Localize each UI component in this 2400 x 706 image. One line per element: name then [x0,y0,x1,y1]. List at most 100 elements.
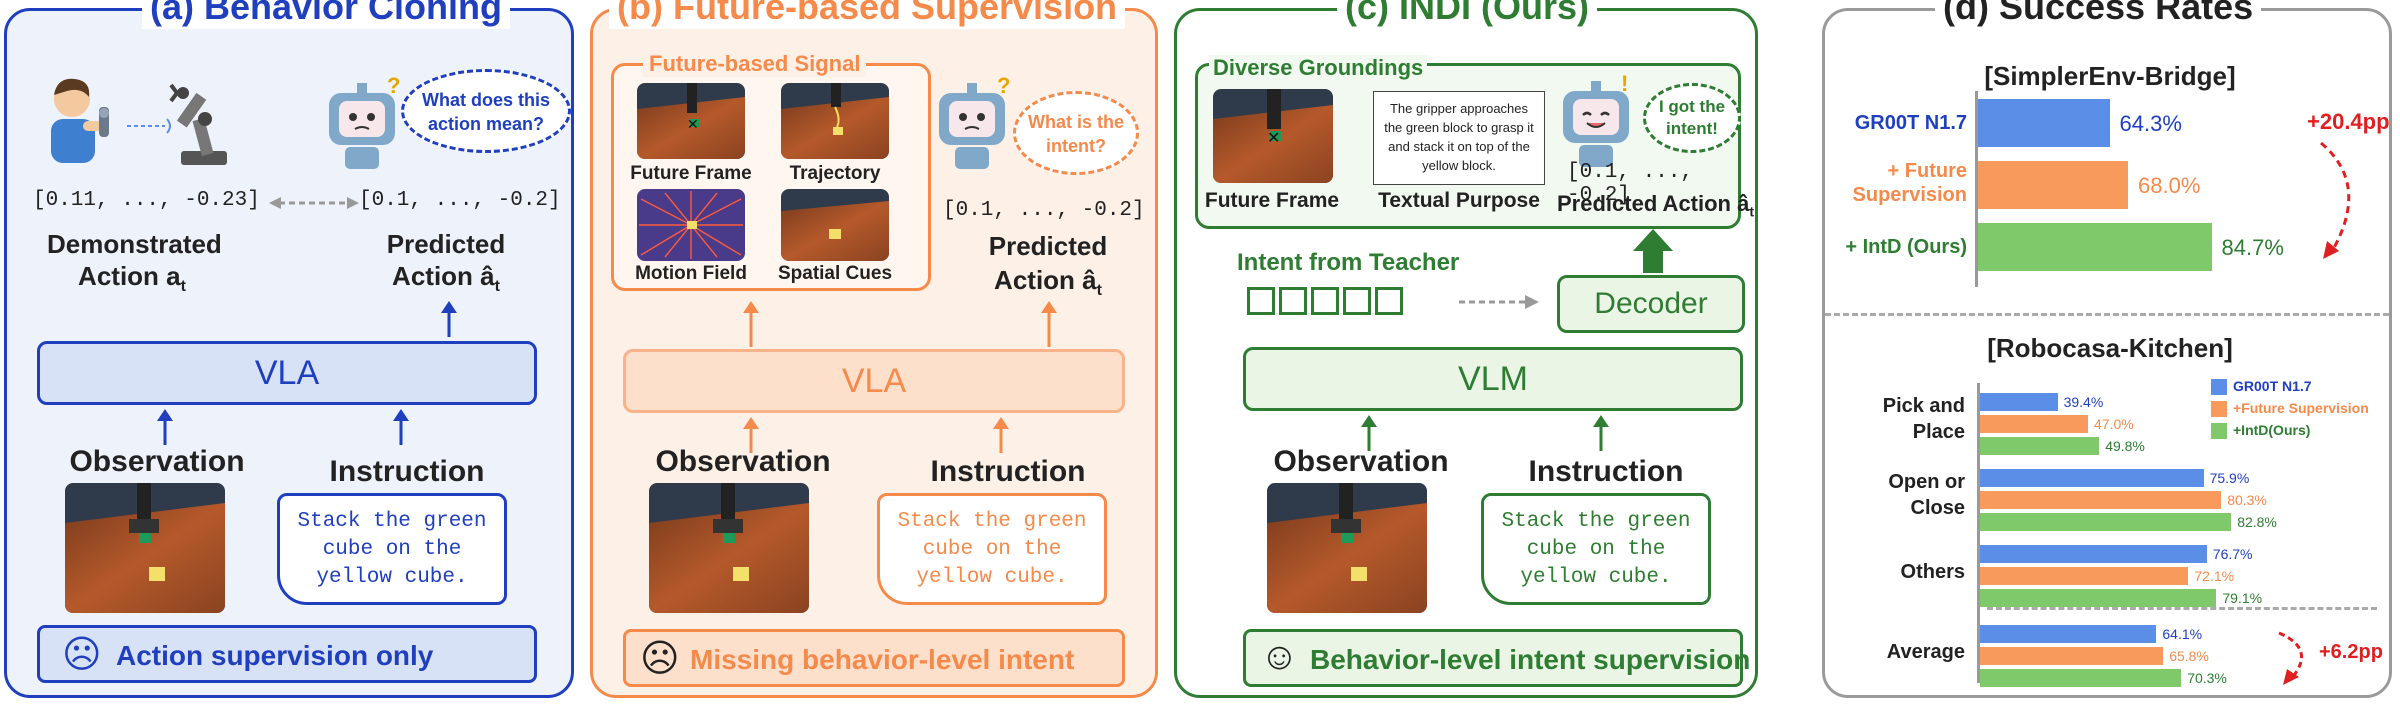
bottom-chart-title: [Robocasa-Kitchen] [1987,333,2233,363]
arrow-up-icon [1041,301,1057,347]
dashed-double-arrow [269,197,359,209]
legend-label: +IntD(Ours) [2233,422,2311,438]
delta-label-top: +20.4pp [2307,109,2390,134]
panel-success-rates: (d) Success Rates [SimplerEnv-Bridge] [R… [1822,0,2392,698]
bar [1980,491,2222,509]
signal-label-spatial-cues: Spatial Cues [777,263,893,284]
arrow-up-icon [743,301,759,347]
category-label: Others [1900,561,1965,583]
pred-label-2-a: Action ât [392,261,500,296]
robot-face-icon: ? [939,73,1010,169]
pred-vector-a: [0.1, ..., -0.2] [359,189,561,212]
observation-image [65,483,225,613]
groundings-title: Diverse Groundings [1209,55,1428,81]
bar [1980,545,2207,563]
panel-behavior-cloning: (a) Behavior Cloning ? What does this ac… [4,0,574,698]
demo-vector: [0.11, ..., -0.23] [33,189,260,212]
vlm-box: VLM [1243,347,1743,411]
category-label: Pick and Place [1882,395,1965,443]
legend-label: +Future Supervision [2233,400,2369,416]
bar [1980,469,2204,487]
future-frame-thumb: ✕ [1213,89,1333,183]
bar [1980,625,2157,643]
robot-face-icon: ? [329,73,400,169]
signal-label-motion-field: Motion Field [635,263,747,284]
category-label: GR00T N1.7 [1854,112,1967,134]
arrow-up-icon [157,409,173,445]
textual-purpose-label: Textual Purpose [1378,189,1540,212]
robot-arm-icon [169,83,227,165]
legend-label: GR00T N1.7 [2233,378,2312,394]
intent-token [1279,287,1307,315]
divider-average [1987,607,2377,610]
instruction-card-b: Stack the green cube on the yellow cube. [877,493,1107,605]
value-label: 72.1% [2194,568,2235,584]
axis-line [1977,383,1980,683]
category-label: Open or Close [1888,471,1965,519]
delta-arrow-top [2320,141,2351,259]
bar [1978,99,2110,147]
value-label: 64.1% [2162,626,2203,642]
demo-label-2: Action at [78,261,186,296]
value-label: 79.1% [2222,590,2263,606]
observation-image [649,483,809,613]
axis-line [1975,91,1978,287]
instruction-card-c: Stack the green cube on the yellow cube. [1481,493,1711,605]
value-label: 49.8% [2105,438,2145,454]
bar [1980,437,2100,455]
panel-future-supervision: (b) Future-based Supervision Future-base… [590,0,1158,698]
legend-swatch [2211,379,2227,395]
value-label: 64.3% [2119,111,2182,136]
intent-tokens [1247,287,1403,320]
value-label: 76.7% [2212,546,2253,562]
bar [1980,589,2217,607]
bar [1978,223,2212,271]
decoder-box: Decoder [1557,275,1745,333]
legend-swatch [2211,423,2227,439]
svg-text:✕: ✕ [1267,130,1280,147]
demo-label-1: Demonstrated [47,229,222,259]
svg-text:?: ? [997,73,1010,98]
svg-text:✕: ✕ [687,116,699,132]
bar [1980,567,2189,585]
purpose-card: The gripper approaches the green block t… [1373,91,1545,185]
signal-label-trajectory: Trajectory [789,163,881,184]
pred-vector-c: [0.1, ..., -0.2] [1567,161,1694,207]
big-arrow-up-icon [1633,229,1673,273]
pred-vector-b: [0.1, ..., -0.2] [943,199,1145,222]
controller-icon [99,107,109,137]
pred-label-1-b: Predicted [988,231,1108,261]
vla-box-b: VLA [623,349,1125,413]
value-label: 39.4% [2063,394,2104,410]
value-label: 75.9% [2209,470,2250,486]
intent-token [1247,287,1275,315]
future-signal-title: Future-based Signal [643,51,867,77]
signal-label-future-frame: Future Frame [630,163,752,184]
bar [1978,161,2128,209]
vla-box-a: VLA [37,341,537,405]
category-label: Average [1886,641,1965,663]
bar [1980,393,2058,411]
category-label: + Future Supervision [1852,160,1967,206]
instruction-label-a: Instruction [329,455,485,488]
panel-indi: (c) INDI (Ours) Diverse Groundings ✕ Fut… [1174,0,1758,698]
svg-text:?: ? [387,73,400,98]
pred-label-1-a: Predicted [386,229,506,259]
observation-label-c: Observation [1273,445,1449,478]
dashed-arrow-right [1459,295,1539,309]
arrow-up-icon [1361,415,1377,451]
intent-token [1311,287,1339,315]
smile-face-icon: ☺ [1260,636,1299,678]
panel-b-bubble: What is the intent? [1013,91,1139,175]
category-label: + IntD (Ours) [1845,236,1967,258]
arrow-up-icon [1593,415,1609,451]
arrow-up-icon [993,417,1009,453]
future-frame-thumb: ✕ [637,83,745,159]
sad-face-icon: ☹ [640,638,680,680]
delta-arrow-bottom [2278,631,2303,685]
panel-c-bubble: I got the intent! [1643,83,1741,153]
divider [1825,313,2389,316]
instruction-label-b: Instruction [930,455,1086,488]
robot-face-happy-icon: ! [1563,71,1629,167]
